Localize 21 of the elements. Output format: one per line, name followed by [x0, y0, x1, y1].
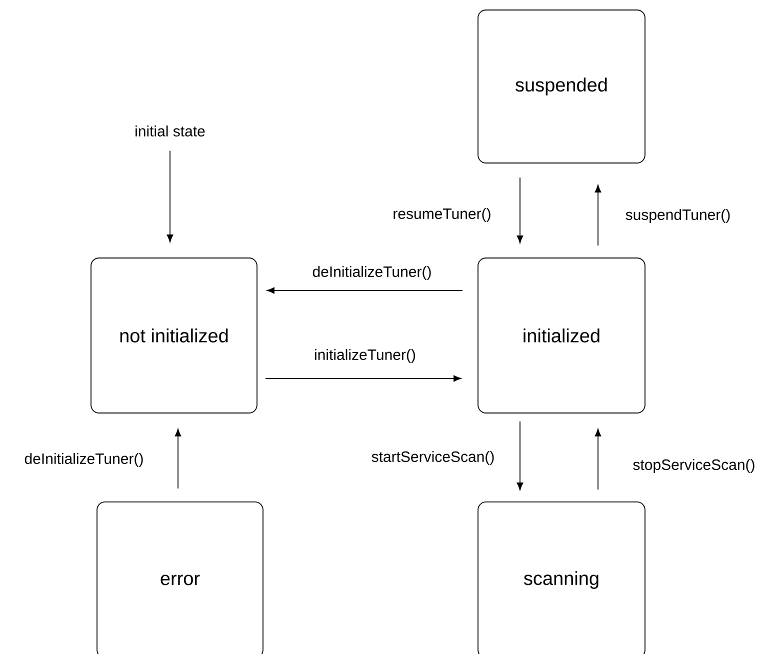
state-label: initial state [136, 125, 205, 136]
edge-label: deInitializeTuner() [311, 265, 433, 281]
arrow [594, 428, 602, 490]
edge-label: initializeTuner() [313, 348, 417, 364]
edge-label: resumeTuner() [392, 207, 492, 223]
edge-label: startServiceScan() [370, 450, 496, 466]
state-box: not initialized [90, 258, 258, 414]
arrow [594, 184, 602, 246]
arrow [166, 150, 174, 242]
edge-label: stopServiceScan() [632, 458, 756, 474]
arrow [516, 177, 524, 244]
arrow [516, 420, 524, 490]
state-box: error [96, 502, 264, 654]
arrow [266, 287, 463, 294]
state-box: initialized [478, 258, 646, 414]
arrow [265, 375, 462, 382]
state-box: suspended [478, 10, 646, 164]
edge-label: deInitializeTuner() [23, 452, 145, 468]
edge-label: suspendTuner() [624, 208, 732, 224]
state-box: scanning [478, 502, 646, 654]
arrow [174, 428, 182, 489]
